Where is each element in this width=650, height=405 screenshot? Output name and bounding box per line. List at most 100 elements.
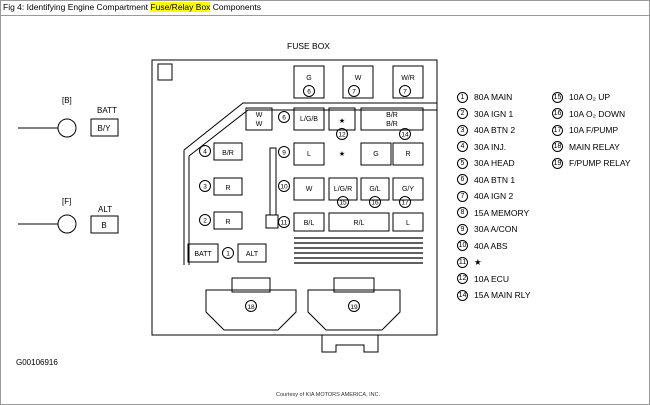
figure-caption: Fig 4: Identifying Engine Compartment Fu… (3, 2, 261, 12)
fuse-7-wire: W (355, 75, 362, 82)
alt-fuse-label: ALT (246, 251, 259, 258)
fuse-2-circle (199, 214, 211, 226)
legend-item: 9 30A A/CON (457, 223, 517, 235)
star-marker-2: ★ (339, 150, 345, 158)
legend-text: 80A MAIN (474, 92, 513, 102)
fuse-3-number: 3 (203, 184, 207, 191)
fuse-18c-wire: G/Y (402, 186, 414, 193)
legend-text: 10A F/PUMP (569, 125, 619, 135)
fuse-4-slot (213, 142, 243, 161)
legend-text: 30A IGN 1 (474, 108, 514, 119)
fuse-18b-wire: G/L (369, 186, 380, 193)
housing-tab (321, 335, 379, 353)
alt-terminal (57, 214, 77, 234)
fuse-14-wire-b: W (256, 121, 263, 128)
legend-text: 40A BTN 1 (474, 174, 516, 185)
legend-number: 11 (457, 256, 468, 268)
legend-text: F/PUMP RELAY (569, 158, 631, 168)
legend-number: 4 (457, 141, 468, 152)
fuse-15-circle (337, 196, 349, 208)
fuse-14-ref-number: 6 (282, 115, 286, 122)
legend-item: 19 F/PUMP RELAY (552, 157, 631, 169)
legend-number: 17 (552, 124, 563, 136)
batt-fuse-label: BATT (194, 251, 212, 258)
legend-number: 10 (457, 240, 468, 251)
fuse-15-number: 15 (339, 200, 347, 207)
legend-number: 9 (457, 223, 468, 235)
fuse-7-circle (348, 85, 360, 97)
fuse-12-slot (360, 142, 392, 166)
fuse-14-num-number: 14 (401, 132, 409, 139)
fuse-11-slot (293, 212, 325, 232)
fuse-11-wire: B/L (304, 220, 315, 227)
fuse-11-circle (278, 216, 290, 228)
connector-batt-wire: B/Y (98, 124, 112, 133)
caption-suffix: Components (210, 2, 261, 12)
fuse-1-number: 1 (226, 251, 230, 258)
star-marker: ★ (339, 117, 345, 125)
guide-block (265, 214, 279, 229)
legend-text: 30A A/CON (474, 224, 518, 234)
legend-number: 5 (457, 157, 468, 169)
relay-19-outline (307, 289, 401, 331)
legend-number: 19 (552, 157, 563, 169)
fuse-17-slot (328, 212, 390, 232)
fuse-2-number: 2 (203, 218, 207, 225)
legend-text: MAIN RELAY (569, 141, 620, 152)
legend-text: 30A INJ. (474, 141, 507, 152)
legend-text: 40A ABS (474, 240, 508, 251)
guide-block (269, 147, 277, 216)
fuse-15-slot (360, 107, 424, 131)
fuse-9-wire: L (307, 151, 311, 158)
relay-18-outline (205, 289, 297, 331)
relay-18-marker (245, 300, 257, 312)
fuse-2-slot (213, 211, 243, 230)
fuse-6-number: 6 (307, 89, 311, 96)
legend-item: 14 15A MAIN RLY (457, 289, 531, 301)
legend-item: 10 40A ABS (457, 240, 508, 252)
legend-text: 15A MAIN RLY (474, 290, 531, 300)
legend-text: ★ (474, 256, 482, 267)
fuse-10-number: 10 (280, 184, 288, 191)
connector-alt-name: ALT (98, 205, 112, 214)
legend-text: 10A ECU (474, 273, 509, 284)
connector-alt-wire: B (101, 221, 106, 230)
fuse-17-number: 17 (401, 200, 409, 207)
inner-guide-outer (183, 102, 437, 151)
legend-number: 3 (457, 124, 468, 136)
legend-item: 11 ★ (457, 256, 482, 268)
fuse-18c-slot (392, 177, 424, 201)
housing-notch (157, 63, 173, 81)
star-slot (328, 107, 356, 131)
fuse-18b-slot (360, 177, 390, 201)
legend-number: 14 (457, 289, 468, 301)
legend-number: 15 (552, 91, 563, 103)
fuse-16-wire: R (405, 151, 410, 158)
fuse-7-slot (342, 65, 374, 99)
fuse-16-slot (392, 142, 424, 166)
legend-number: 7 (457, 190, 468, 202)
fuse-3-circle (199, 180, 211, 192)
fuse-17-circle (399, 196, 411, 208)
fuse-14-ref-circle (278, 111, 290, 123)
fuse-4-wire: B/R (222, 150, 234, 157)
fuse-5-slot (392, 212, 424, 232)
fuse-8-circle (399, 85, 411, 97)
caption-divider (0, 15, 650, 16)
fuse-4-circle (199, 145, 211, 157)
fuse-15-wire-b: B/R (386, 121, 398, 128)
alt-connector-box (90, 215, 119, 234)
fuse-9-circle (278, 146, 290, 158)
connector-batt-name: BATT (97, 106, 117, 115)
inner-guide-inner (188, 109, 437, 157)
fuse-12-ref-number: 12 (338, 132, 346, 139)
